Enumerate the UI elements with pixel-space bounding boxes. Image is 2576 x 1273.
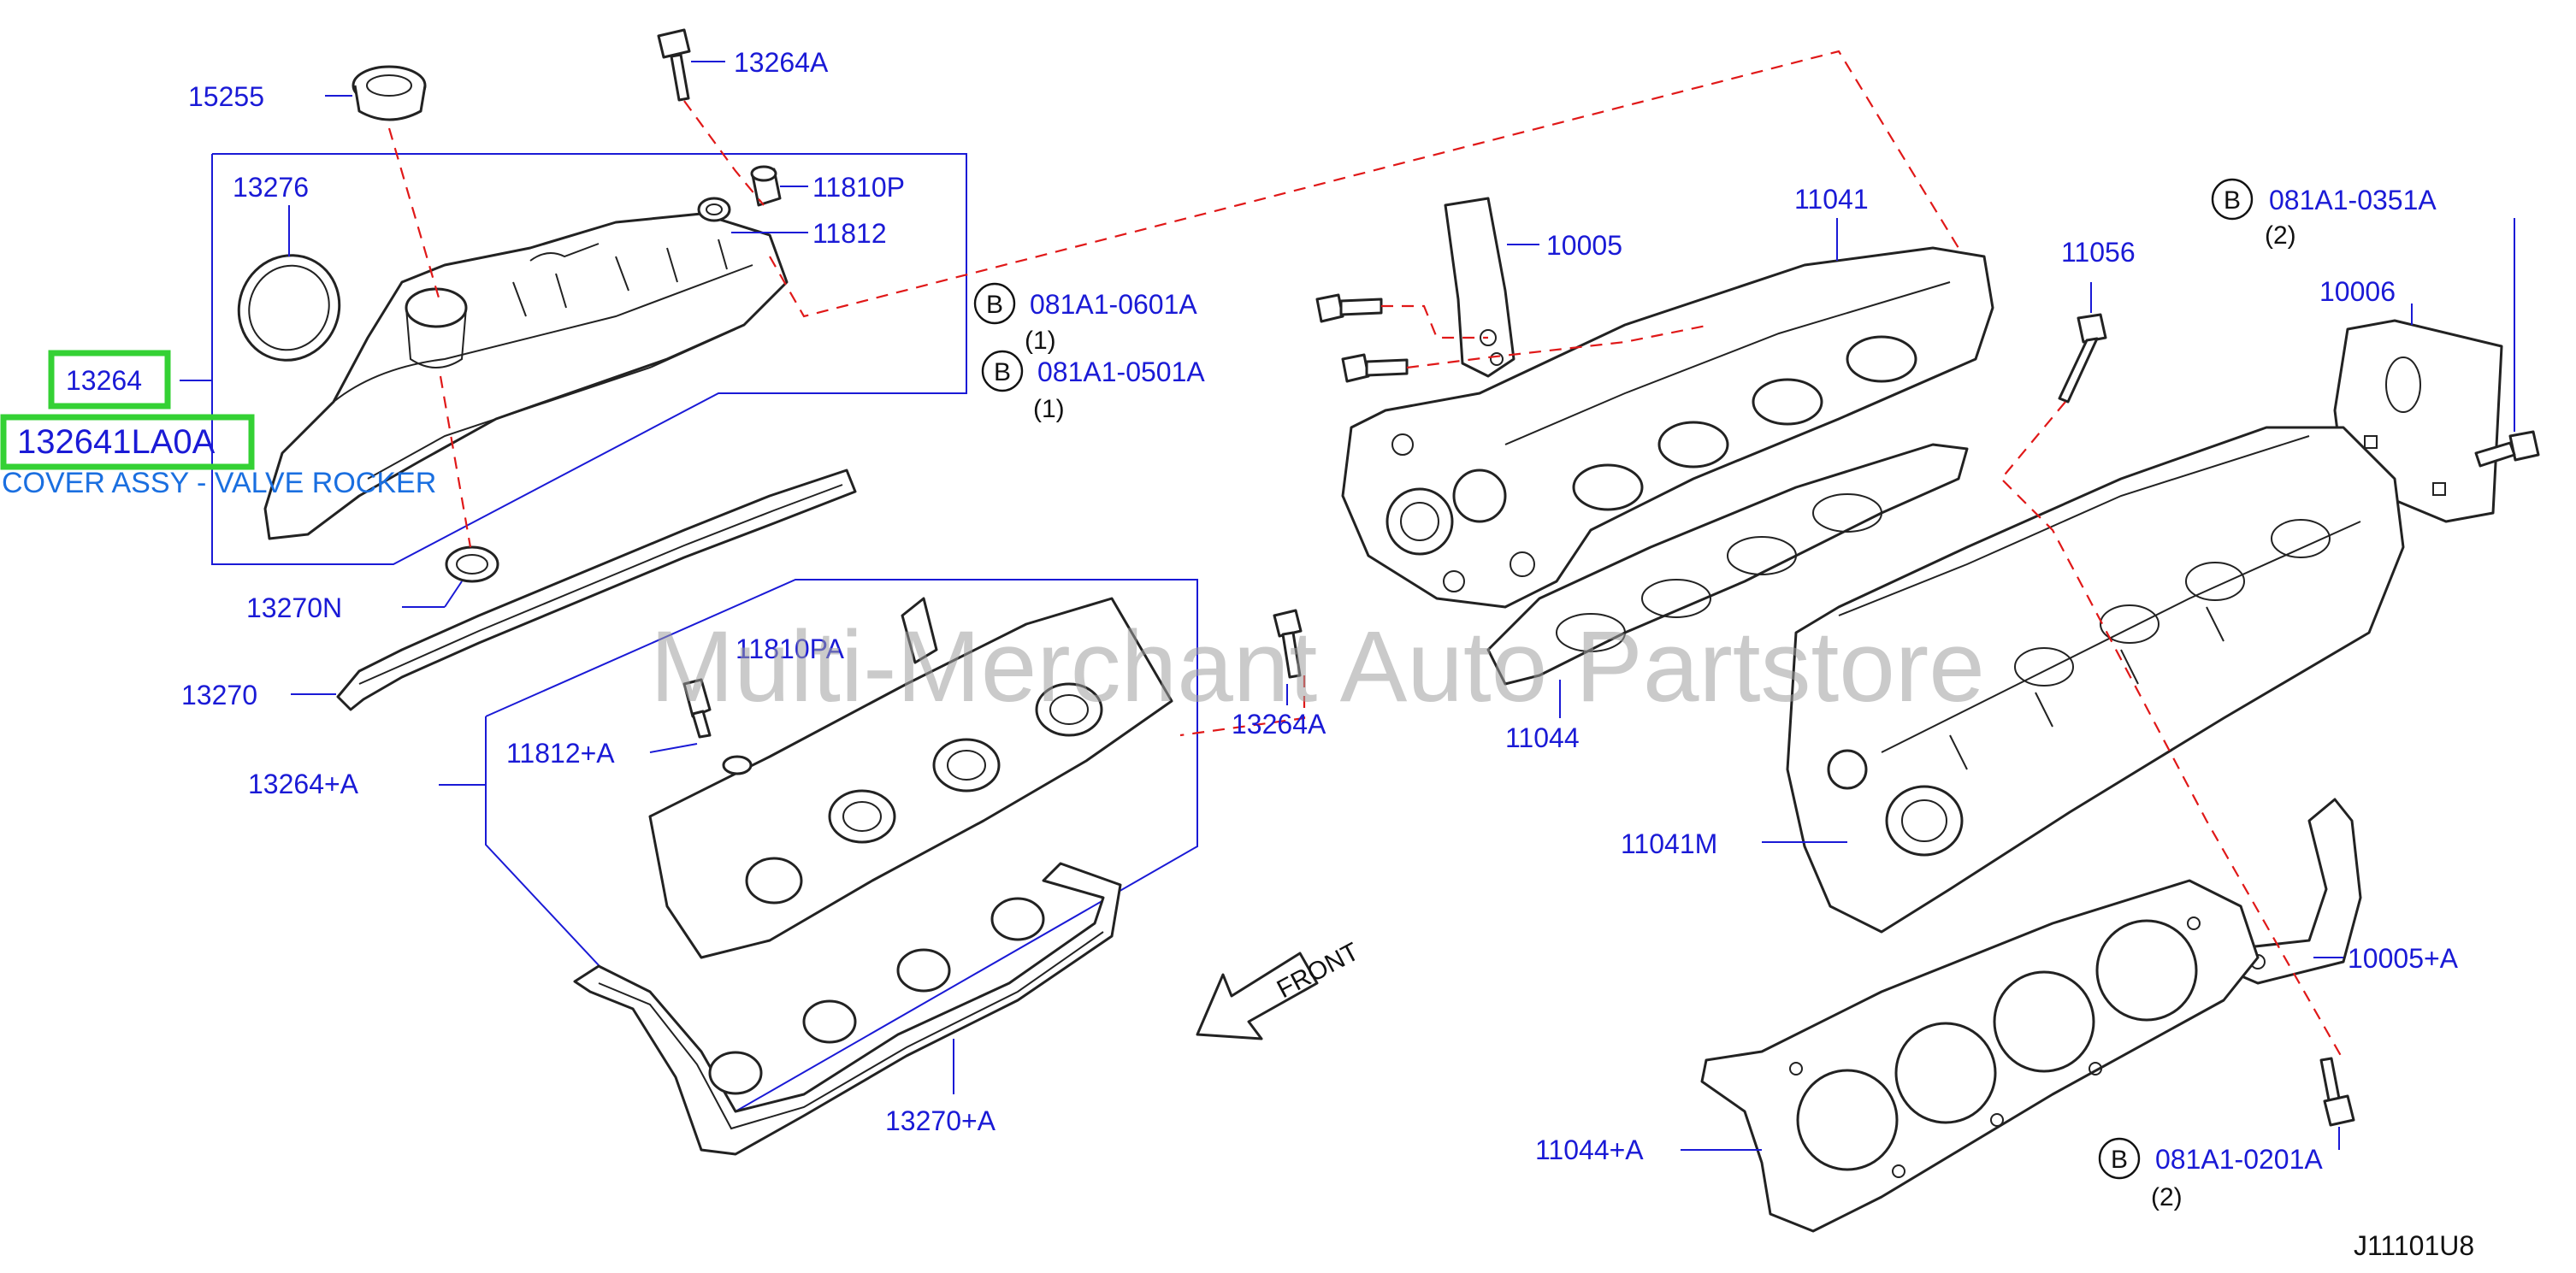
callout-15255[interactable]: 15255 — [188, 81, 264, 112]
highlight-box-part — [48, 350, 171, 410]
bolt-13264A-mid[interactable] — [1273, 609, 1303, 679]
bolt-081A1-0351A[interactable] — [2474, 430, 2540, 468]
svg-text:B: B — [2111, 1146, 2128, 1174]
bolt-callout-0351A[interactable]: B 081A1-0351A (2) — [2211, 178, 2437, 250]
watermark: Multi-Merchant Auto Partstore — [650, 610, 1985, 723]
valve-cover-lower-13264A[interactable] — [648, 597, 1173, 959]
cover-group-outline — [211, 153, 967, 565]
bolt-081A1-0201A[interactable] — [2319, 1057, 2355, 1127]
svg-text:081A1-0351A: 081A1-0351A — [2269, 185, 2437, 215]
callout-11044[interactable]: 11044 — [1505, 722, 1580, 753]
callout-13270N[interactable]: 13270N — [246, 592, 342, 623]
callout-11810P[interactable]: 11810P — [812, 172, 905, 203]
bolt-callout-0601A[interactable]: B 081A1-0601A (1) — [973, 282, 1197, 355]
callout-11812A[interactable]: 11812+A — [506, 738, 615, 769]
svg-text:(2): (2) — [2265, 221, 2296, 250]
svg-text:(1): (1) — [1025, 327, 1056, 355]
callout-13264-plus-A[interactable]: 13264+A — [248, 769, 359, 799]
o-ring-13276[interactable] — [222, 239, 357, 376]
callout-11810PA[interactable]: 11810PA — [736, 634, 845, 664]
callout-10005[interactable]: 10005 — [1546, 230, 1622, 261]
bolt-081A1-0501A[interactable] — [1341, 353, 1409, 383]
gasket-13270[interactable] — [336, 469, 857, 711]
cylinder-head-11041M[interactable] — [1786, 426, 2405, 934]
callout-13276[interactable]: 13276 — [233, 172, 309, 203]
stud-11056[interactable] — [2058, 313, 2107, 404]
callout-11812[interactable]: 11812 — [812, 218, 887, 249]
front-arrow — [1196, 952, 1319, 1040]
bracket-10005[interactable] — [1444, 197, 1515, 378]
head-gasket-11044A[interactable] — [1700, 879, 2260, 1233]
diagram-code: J11101U8 — [2354, 1230, 2474, 1261]
bolt-13264A-top[interactable] — [657, 28, 691, 102]
svg-text:B: B — [986, 291, 1003, 319]
svg-text:B: B — [2224, 186, 2241, 215]
callout-10006[interactable]: 10006 — [2319, 276, 2396, 307]
pcv-valve-11810P[interactable] — [750, 165, 782, 207]
gasket-13270A[interactable] — [573, 862, 1122, 1156]
cylinder-head-11041[interactable] — [1341, 246, 1994, 609]
callout-11041M[interactable]: 11041M — [1621, 828, 1717, 859]
callout-13264A-top[interactable]: 13264A — [734, 47, 829, 78]
seal-13270N[interactable] — [445, 545, 499, 583]
grommet-11812[interactable] — [697, 197, 731, 222]
svg-text:(2): (2) — [2151, 1183, 2183, 1211]
callout-13264A-mid[interactable]: 13264A — [1232, 709, 1326, 740]
grommet-11812A[interactable] — [722, 755, 753, 775]
pcv-valve-11810PA[interactable] — [682, 678, 712, 739]
highlight-box-oem — [0, 414, 255, 470]
svg-text:081A1-0601A: 081A1-0601A — [1030, 289, 1197, 320]
callout-13270A[interactable]: 13270+A — [885, 1105, 996, 1136]
callout-13270[interactable]: 13270 — [181, 680, 257, 710]
callout-10005A[interactable]: 10005+A — [2348, 943, 2459, 974]
svg-text:081A1-0501A: 081A1-0501A — [1037, 357, 1205, 387]
highlight-part-number[interactable]: 13264 — [66, 365, 142, 396]
svg-text:(1): (1) — [1033, 395, 1065, 423]
callout-11056[interactable]: 11056 — [2061, 237, 2136, 268]
callout-11044A[interactable]: 11044+A — [1535, 1135, 1644, 1165]
valve-cover-upper-13264[interactable] — [263, 212, 789, 540]
oil-filler-cap-15255[interactable] — [352, 65, 427, 121]
highlight-description: COVER ASSY - VALVE ROCKER — [2, 467, 436, 499]
highlight-oem-number[interactable]: 132641LA0A — [17, 423, 216, 461]
svg-text:081A1-0201A: 081A1-0201A — [2155, 1144, 2323, 1175]
lower-cover-group-outline — [485, 579, 1198, 1113]
bolt-081A1-0601A[interactable] — [1315, 293, 1383, 323]
svg-text:B: B — [994, 358, 1011, 386]
callout-11041[interactable]: 11041 — [1794, 184, 1869, 215]
bolt-callout-0501A[interactable]: B 081A1-0501A (1) — [981, 350, 1205, 423]
head-gasket-11044[interactable] — [1486, 443, 1969, 686]
bolt-callout-0201A[interactable]: B 081A1-0201A (2) — [2098, 1137, 2323, 1211]
